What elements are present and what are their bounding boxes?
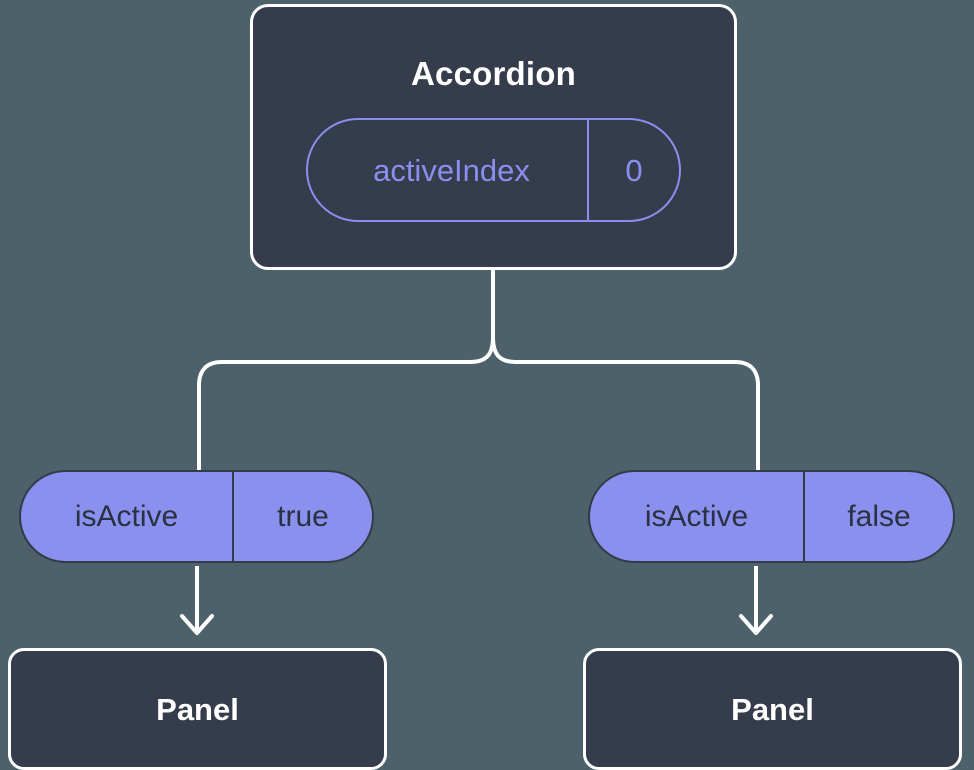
prop-pill-value: false xyxy=(847,499,911,533)
prop-pill-key: isActive xyxy=(644,499,749,533)
panel-node-left[interactable]: Panel xyxy=(8,648,387,770)
arrow-head-right-icon xyxy=(739,614,773,635)
prop-pill-key: isActive xyxy=(74,499,179,533)
branch-line-left xyxy=(197,335,495,472)
arrow-head-left-icon xyxy=(180,614,214,635)
prop-pill-is-active-false[interactable]: isActive false xyxy=(588,470,955,563)
panel-title-right: Panel xyxy=(731,691,814,727)
prop-pill-divider xyxy=(232,472,234,561)
state-pill-active-index[interactable]: activeIndex 0 xyxy=(306,118,681,222)
branch-line-right xyxy=(491,335,760,472)
prop-pill-is-active-true[interactable]: isActive true xyxy=(19,470,374,563)
prop-pill-divider xyxy=(803,472,805,561)
state-pill-value: 0 xyxy=(625,152,643,188)
prop-pill-value: true xyxy=(277,499,329,533)
accordion-title: Accordion xyxy=(411,55,576,92)
state-pill-key: activeIndex xyxy=(373,152,530,188)
panel-title-left: Panel xyxy=(156,691,239,727)
panel-node-right[interactable]: Panel xyxy=(583,648,962,770)
state-pill-divider xyxy=(587,120,589,220)
